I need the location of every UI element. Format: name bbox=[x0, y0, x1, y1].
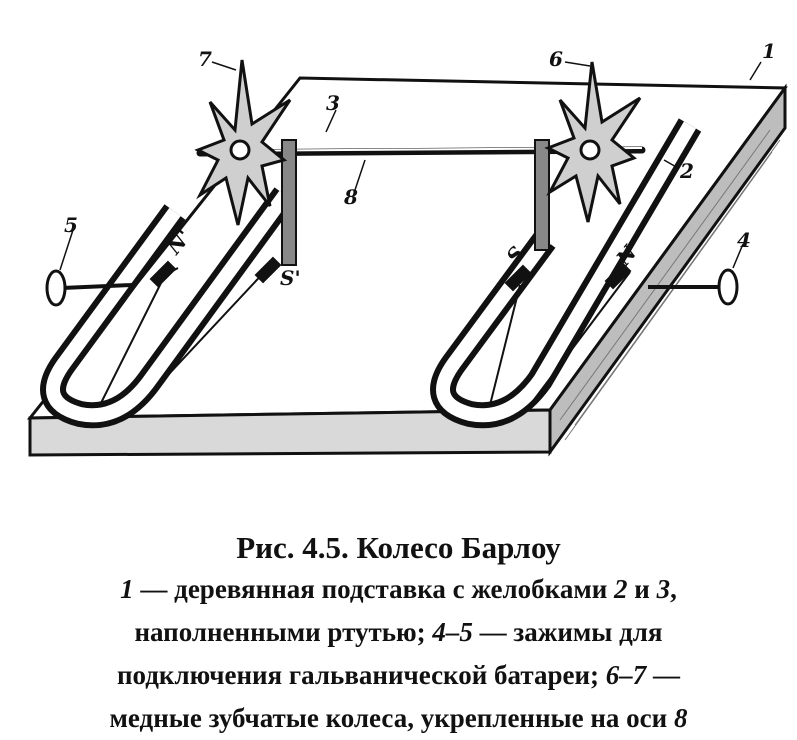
caption-line-4: медные зубчатые колеса, укрепленные на о… bbox=[0, 697, 797, 740]
caption-line-2: наполненными ртутью; 4–5 — зажимы для bbox=[0, 611, 797, 654]
magnet-pole-left-s bbox=[254, 256, 282, 284]
right-groove bbox=[430, 118, 702, 429]
caption-num: 3 bbox=[656, 574, 671, 604]
figure-caption: Рис. 4.5. Колесо Барлоу 1 — деревянная п… bbox=[0, 528, 797, 740]
caption-title: Рис. 4.5. Колесо Барлоу bbox=[236, 530, 561, 565]
leader-lines bbox=[59, 61, 762, 271]
magnet-pole-right-n bbox=[604, 262, 632, 290]
label-1-base: 1 bbox=[762, 39, 776, 63]
label-pole-s-left: S' bbox=[280, 266, 301, 290]
label-8-axle: 8 bbox=[343, 185, 358, 209]
wheel-hub-right bbox=[579, 139, 601, 161]
caption-text: медные зубчатые колеса, укрепленные на о… bbox=[109, 703, 674, 733]
caption-num: 8 bbox=[673, 703, 688, 733]
terminal-clamp-left bbox=[45, 269, 133, 307]
terminal-clamp-right bbox=[648, 268, 739, 306]
label-5-clamp: 5 bbox=[64, 213, 78, 237]
caption-text: — зажимы для bbox=[472, 617, 663, 647]
label-6-wheel: 6 bbox=[549, 47, 563, 71]
caption-num: 6–7 bbox=[605, 660, 647, 690]
magnet-pole-left-n bbox=[149, 260, 177, 288]
caption-line-3: подключения гальванической батареи; 6–7 … bbox=[0, 654, 797, 697]
label-2-groove: 2 bbox=[679, 159, 694, 183]
caption-text: подключения гальванической батареи; bbox=[116, 660, 606, 690]
axle-support-right bbox=[534, 139, 550, 251]
caption-text: — деревянная подставка с желобками bbox=[133, 574, 615, 604]
magnet-pole-right-s bbox=[504, 264, 532, 292]
caption-text: — bbox=[646, 660, 681, 690]
label-3-groove: 3 bbox=[326, 91, 340, 115]
caption-text: наполненными ртутью; bbox=[134, 617, 433, 647]
caption-num: 2 bbox=[614, 574, 628, 604]
axle-support-left bbox=[281, 139, 297, 266]
caption-num: 4–5 bbox=[432, 617, 473, 647]
caption-num: 1 bbox=[120, 574, 134, 604]
caption-text: и bbox=[627, 574, 657, 604]
caption-line-1: 1 — деревянная подставка с желобками 2 и… bbox=[0, 568, 797, 611]
label-7-wheel: 7 bbox=[198, 47, 212, 71]
barlow-wheel-diagram: 1 6 7 3 2 8 5 4 N' S' S N bbox=[26, 39, 788, 457]
label-4-clamp: 4 bbox=[737, 228, 751, 252]
caption-text: , bbox=[670, 574, 677, 604]
wheel-hub-left bbox=[229, 139, 251, 161]
